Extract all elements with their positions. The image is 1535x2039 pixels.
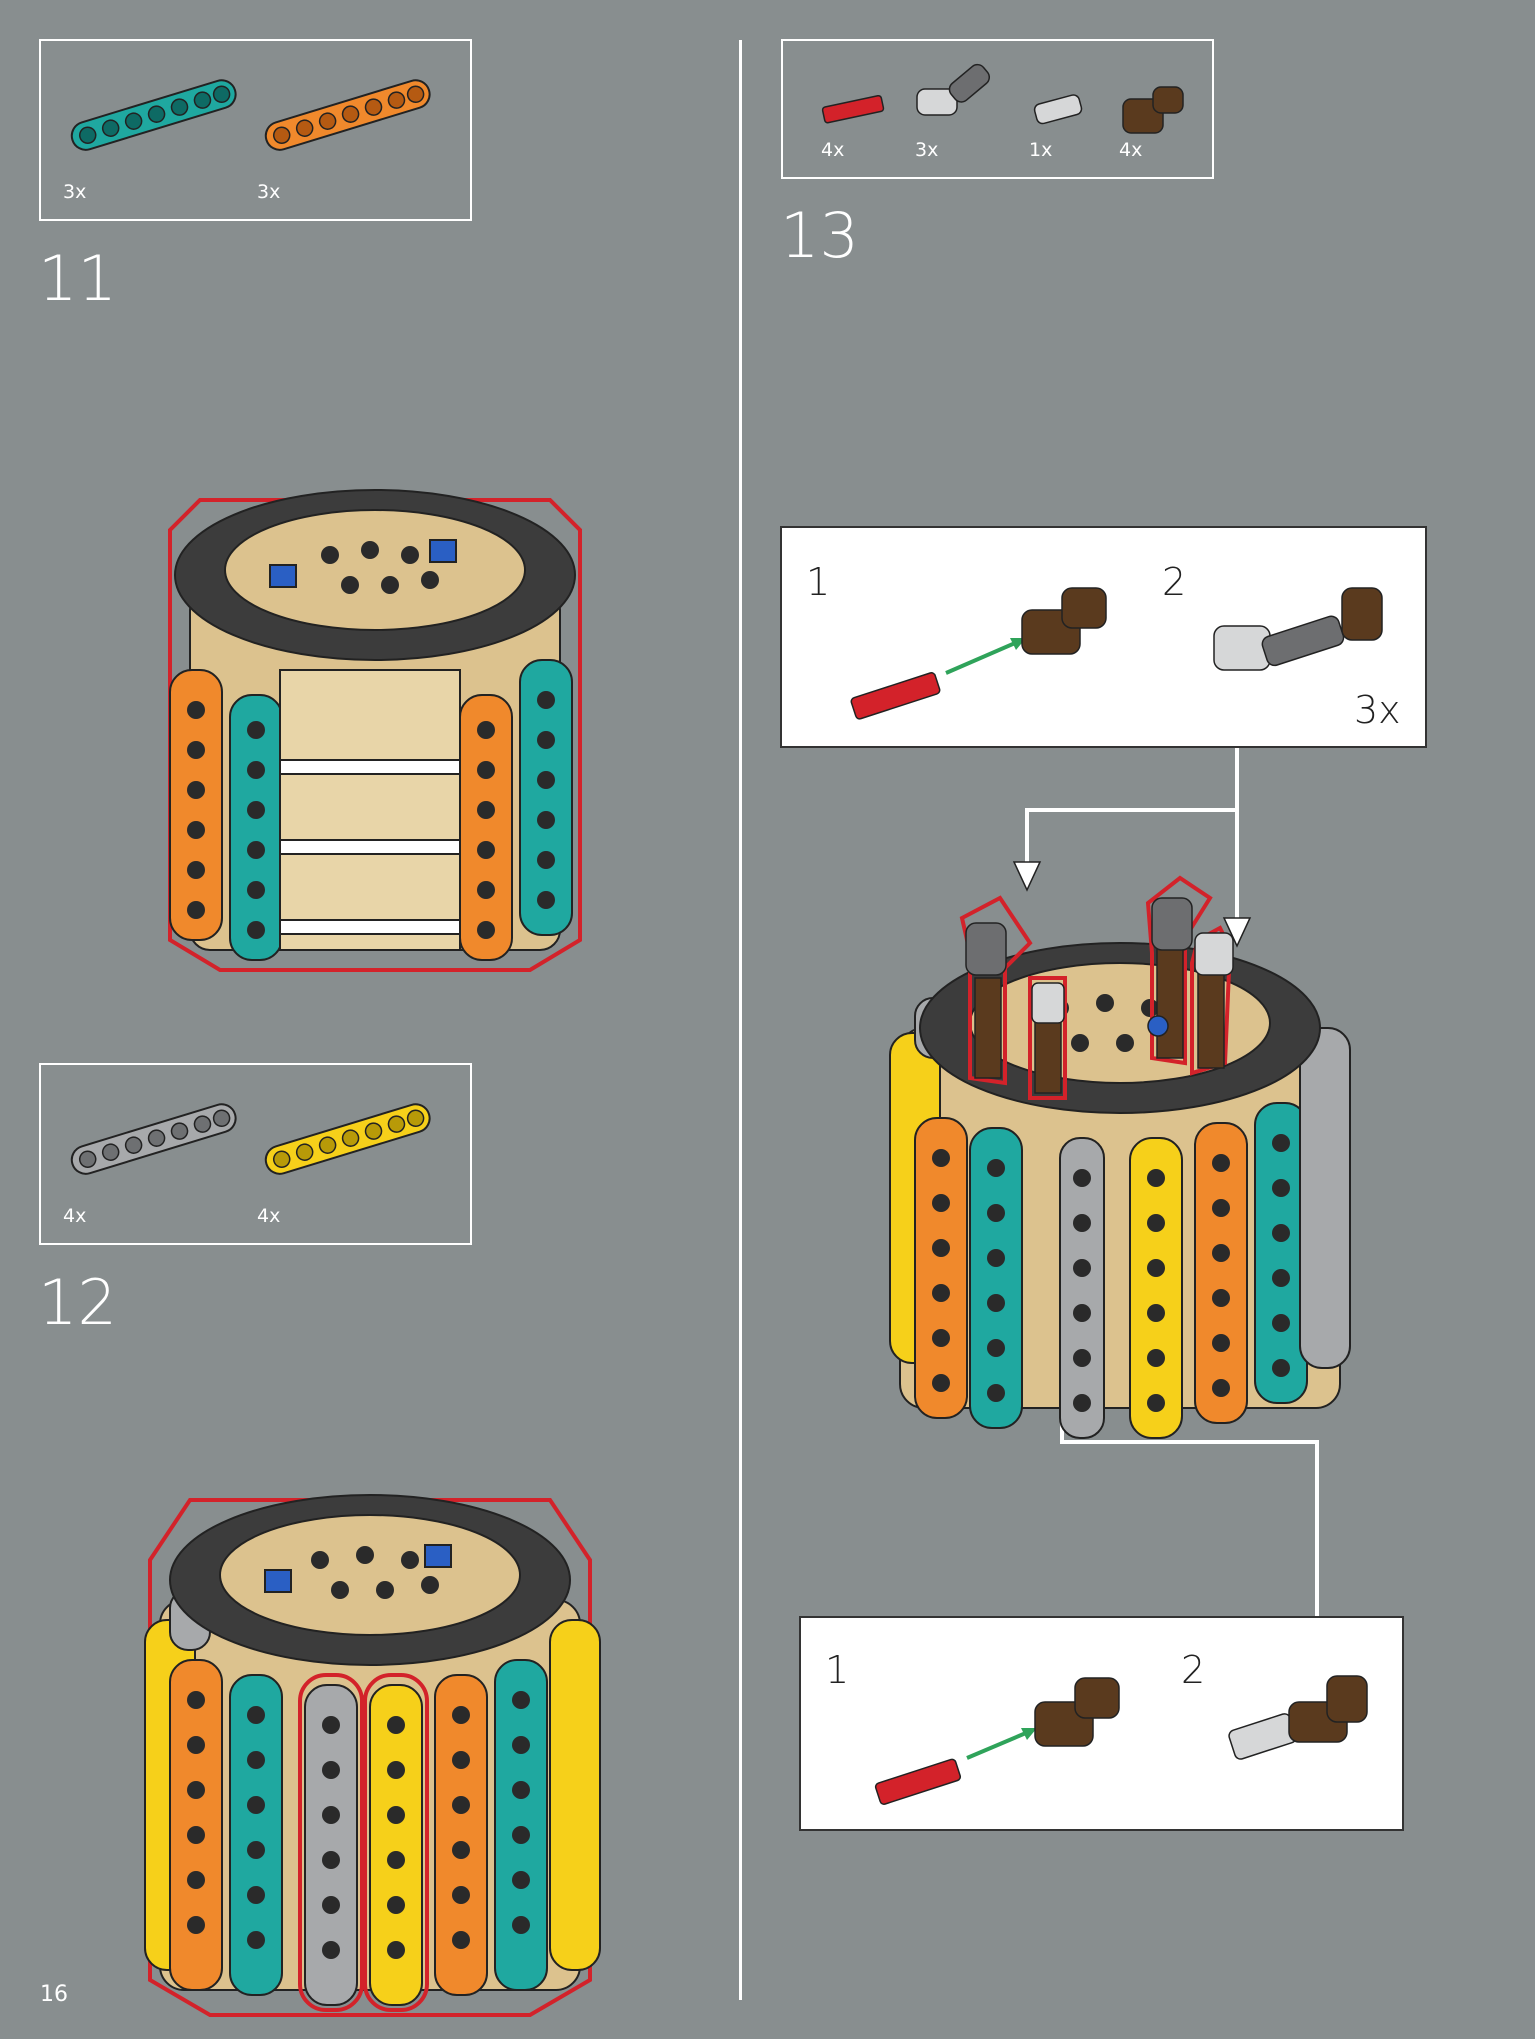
step-13-parts-box: 4x 3x 1x 4x — [781, 39, 1214, 179]
step-13-number: 13 — [780, 199, 859, 272]
page-number: 16 — [40, 1982, 68, 2007]
step-11-number: 11 — [38, 242, 117, 315]
step-13-qty-2: 3x — [915, 139, 939, 161]
grey-beam-icon — [70, 1103, 237, 1175]
brown-elbow-icon — [1122, 86, 1184, 134]
step-11-qty-2: 3x — [257, 181, 281, 203]
subassembly-box-2: 1 2 — [799, 1616, 1404, 1831]
subassembly-1-multiplier: 3x — [1354, 688, 1401, 732]
step-11-model-illustration — [168, 489, 582, 972]
step-12-qty-2: 4x — [257, 1205, 281, 1227]
step-11-qty-1: 3x — [63, 181, 87, 203]
subassembly-2-step-2: 2 — [1181, 1648, 1206, 1692]
orange-beam-icon — [264, 79, 431, 151]
step-11-parts-box: 3x 3x — [39, 39, 472, 221]
subassembly-box-1: 1 2 3x — [780, 526, 1427, 748]
step-12-model-illustration — [144, 1494, 601, 2017]
subassembly-1-step-1: 1 — [806, 560, 831, 604]
yellow-beam-icon — [264, 1103, 431, 1175]
step-13-qty-4: 4x — [1119, 139, 1143, 161]
step-12-qty-1: 4x — [63, 1205, 87, 1227]
subassembly-1-illustration — [850, 587, 1383, 720]
step-13-model-illustration — [889, 875, 1351, 1439]
step-13-qty-3: 1x — [1029, 139, 1053, 161]
subassembly-2-illustration — [874, 1675, 1368, 1805]
column-divider — [739, 40, 742, 2000]
step-12-number: 12 — [38, 1266, 117, 1339]
red-axle-pin-icon — [821, 94, 885, 124]
step-13-qty-1: 4x — [821, 139, 845, 161]
subassembly-1-step-2: 2 — [1162, 560, 1187, 604]
axle-connector-icon — [1033, 94, 1083, 125]
teal-beam-icon — [70, 79, 237, 151]
subassembly-2-step-1: 1 — [825, 1648, 850, 1692]
step-12-parts-box: 4x 4x — [39, 1063, 472, 1245]
angle-connector-icon — [916, 63, 991, 116]
